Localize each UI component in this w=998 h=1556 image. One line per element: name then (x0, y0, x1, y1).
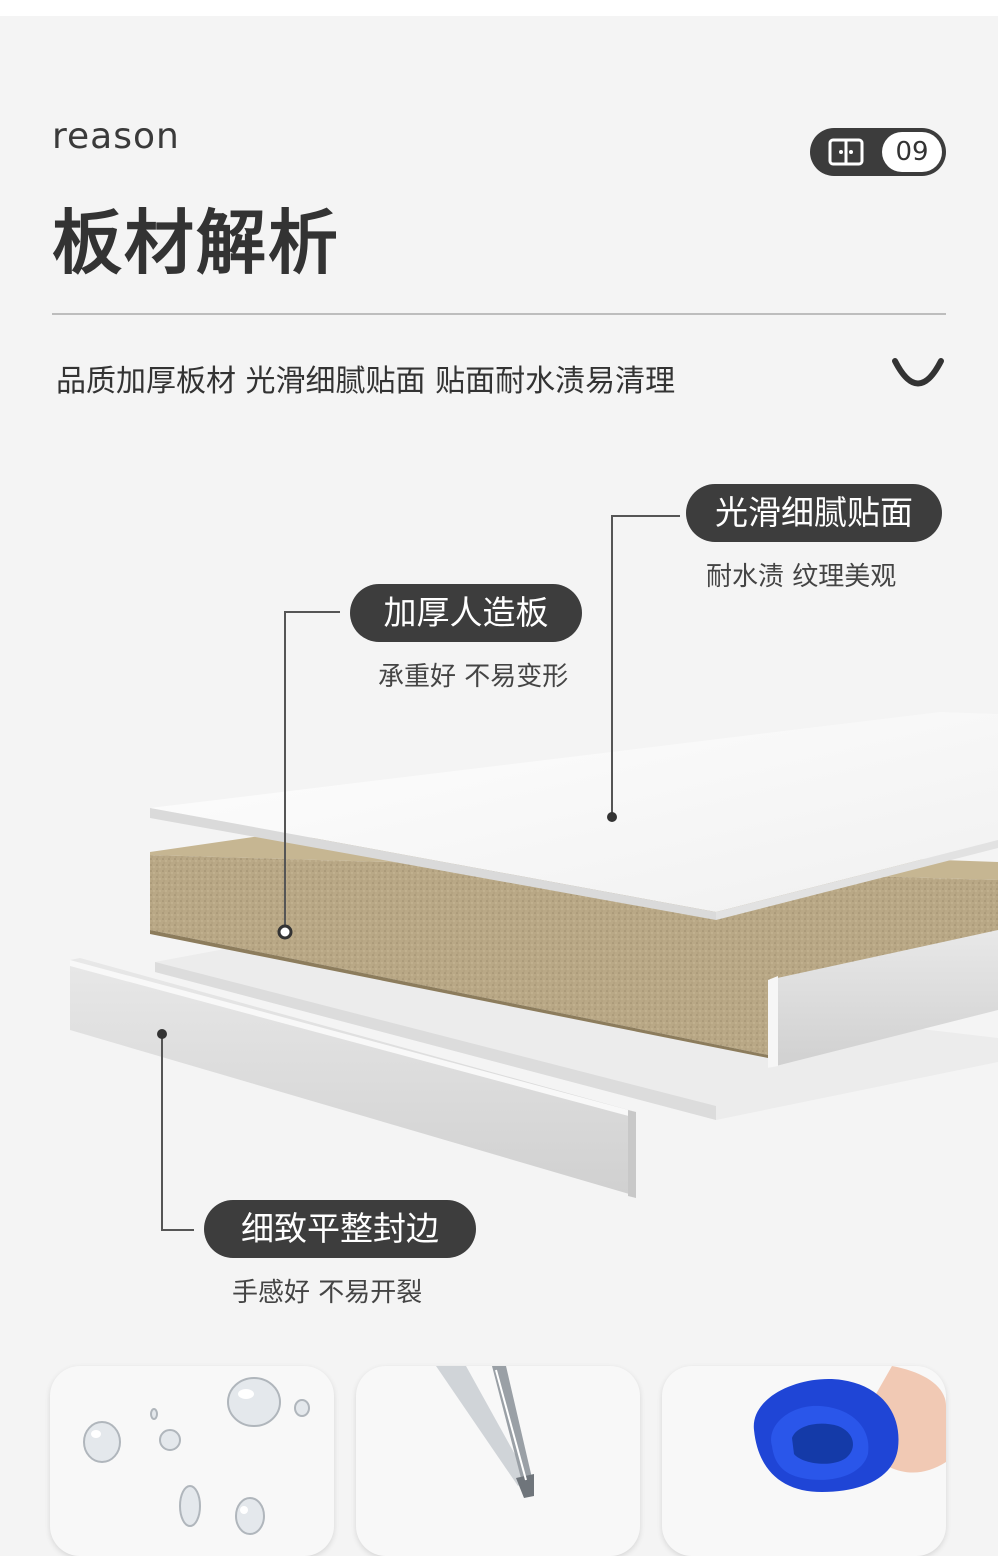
callout-label-edge: 细致平整封边 (204, 1200, 476, 1258)
water-drops-icon (83, 1377, 310, 1535)
top-veneer-marker (607, 812, 617, 822)
bottom-veneer-layer (155, 948, 998, 1120)
smile-icon (892, 358, 944, 387)
page-title: 板材解析 (52, 202, 340, 284)
callout-caption-veneer: 耐水渍 纹理美观 (706, 562, 897, 592)
callout-caption-edge: 手感好 不易开裂 (232, 1278, 423, 1308)
callout-caption-core: 承重好 不易变形 (378, 662, 569, 692)
front-edge-banding-strip (70, 958, 636, 1198)
board-illustration (70, 515, 998, 1231)
callout-leaders (161, 515, 680, 1231)
core-edge-banding (768, 930, 998, 1068)
screwdriver-icon (436, 1366, 534, 1498)
towel-cleaning-icon (753, 1366, 946, 1492)
edge-banding-marker (157, 1029, 167, 1039)
top-strip (0, 0, 998, 16)
callout-label-core: 加厚人造板 (350, 584, 582, 642)
easy-clean-card (662, 1366, 946, 1556)
callout-label-veneer: 光滑细腻贴面 (686, 484, 942, 542)
page-number: 09 (882, 132, 942, 172)
title-divider (52, 313, 946, 315)
scratch-test-card (356, 1366, 640, 1556)
eyebrow-text: reason (52, 116, 180, 157)
page-badge: 09 (810, 128, 946, 176)
page-subtitle: 品质加厚板材 光滑细腻贴面 贴面耐水渍易清理 (56, 364, 676, 399)
grid-icon (828, 138, 864, 166)
water-droplets-card (50, 1366, 334, 1556)
top-veneer-layer (150, 712, 998, 920)
core-board-marker (277, 924, 293, 940)
